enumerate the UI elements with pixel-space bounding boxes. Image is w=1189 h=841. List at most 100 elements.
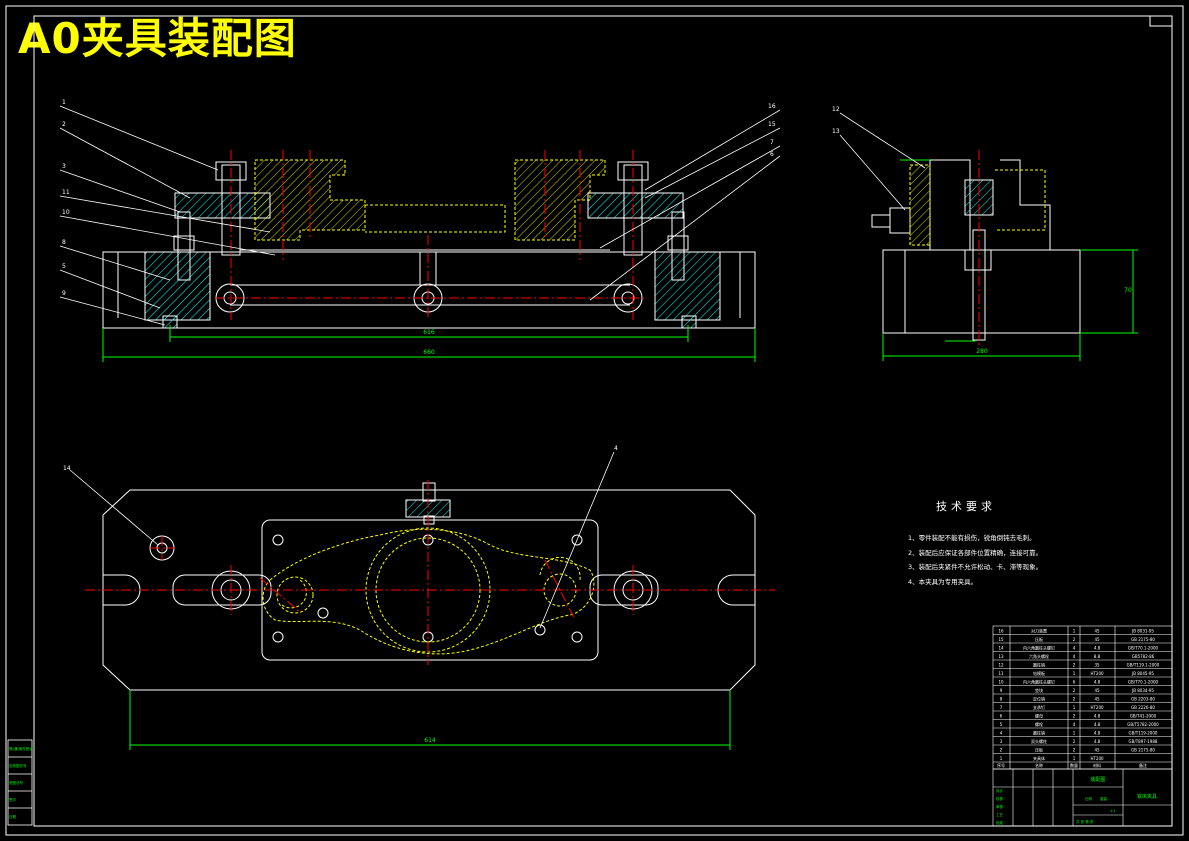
- balloon-label: 7: [770, 139, 774, 146]
- bom-cell-name: 六角头螺栓: [1029, 653, 1049, 659]
- balloon-label: 5: [62, 263, 66, 270]
- bom-cell-qty: 1: [1073, 731, 1076, 736]
- bom-cell-std: JB 8031-95: [1131, 629, 1154, 634]
- bom-cell-std: GB 2203-80: [1131, 697, 1155, 702]
- balloon-label: 2: [62, 121, 66, 128]
- drawing-title: A0夹具装配图: [18, 14, 297, 63]
- bom-cell-mat: 4.8: [1094, 680, 1101, 685]
- bom-cell-qty: 4: [1073, 654, 1076, 659]
- title-block-scale: 1:1: [1110, 809, 1116, 813]
- bom-header-cell: 备注: [1139, 762, 1147, 768]
- front-view: [102, 161, 756, 329]
- tech-requirements-list: 1、零件装配不能有损伤，锐角倒钝去毛刺。 2、装配后应保证各部件位置精确，连接可…: [908, 531, 1042, 589]
- bom-cell-name: 螺母: [1035, 713, 1043, 719]
- bom-cell-std: GB 2226-80: [1131, 705, 1155, 710]
- dim-side-height: 70: [1124, 287, 1132, 294]
- bom-cell-qty: 2: [1073, 697, 1076, 702]
- bom-cell-std: JB 8045-95: [1131, 671, 1154, 676]
- stamp-label: 借(通)用件登记: [9, 746, 33, 751]
- bom-header-cell: 材料: [1093, 762, 1101, 768]
- balloon-label: 11: [62, 189, 70, 196]
- bom-cell-std: GB/T5782-2000: [1127, 722, 1159, 727]
- stamp-label: 签字: [9, 797, 16, 802]
- bom-header-cell: 序号: [997, 762, 1005, 768]
- title-block-role: 设计: [996, 788, 1004, 793]
- tech-item: 4、本夹具为专用夹具。: [908, 577, 978, 586]
- bom-cell-qty: 1: [1073, 671, 1076, 676]
- bom-cell-no: 13: [998, 654, 1004, 659]
- balloon-label: 8: [62, 239, 66, 246]
- bom-cell-qty: 2: [1073, 637, 1076, 642]
- tech-item: 3、装配后夹紧件不允许松动、卡、滞等现象。: [908, 563, 1043, 571]
- bom-cell-qty: 2: [1073, 739, 1076, 744]
- bom-cell-qty: 4: [1073, 646, 1076, 651]
- bom-cell-mat: 4.8: [1094, 646, 1101, 651]
- balloon-label: 10: [62, 209, 70, 216]
- balloon-label: 6: [770, 151, 774, 158]
- bom-cell-no: 1: [1000, 756, 1003, 761]
- bom-cell-qty: 1: [1073, 629, 1076, 634]
- plan-dimensions: [129, 690, 731, 750]
- bom-cell-mat: 45: [1094, 637, 1100, 642]
- bom-cell-name: 定位销: [1033, 696, 1045, 702]
- bom-cell-name: 夹具体: [1033, 755, 1045, 761]
- balloon-label: 1: [62, 99, 66, 106]
- balloon-label: 9: [62, 290, 66, 297]
- bom-cell-qty: 2: [1073, 663, 1076, 668]
- bom-cell-qty: 2: [1073, 714, 1076, 719]
- bom-cell-std: GB/T897-1988: [1129, 739, 1158, 744]
- bom-cell-mat: 4.8: [1094, 731, 1101, 736]
- title-block-assembly-label: 装配图: [1090, 776, 1105, 783]
- bom-cell-mat: 35: [1094, 663, 1100, 668]
- front-dimensions: [102, 325, 756, 362]
- bom-cell-qty: 2: [1073, 748, 1076, 753]
- bom-header-cell: 名称: [1035, 762, 1043, 768]
- front-centerlines: [215, 150, 645, 320]
- bom-cell-qty: 2: [1073, 688, 1076, 693]
- stamp-label: 日期: [9, 814, 16, 819]
- bom-cell-name: 压板: [1035, 747, 1043, 753]
- bom-cell-mat: 8.8: [1094, 654, 1101, 659]
- bom-cell-mat: 4.8: [1094, 739, 1101, 744]
- title-block: [992, 768, 1173, 827]
- bom-cell-name: 支承钉: [1033, 704, 1045, 710]
- side-leaders: [839, 112, 926, 211]
- bom-cell-name: 压板: [1035, 636, 1043, 642]
- bom-cell-std: GB/T119-2000: [1129, 731, 1158, 736]
- bom-cell-std: GB 2175-80: [1131, 637, 1155, 642]
- balloon-label: 15: [768, 121, 776, 128]
- bom-cell-name: 圆柱销: [1033, 730, 1045, 736]
- bom-cell-std: GB/T70.1-2000: [1128, 646, 1159, 651]
- bom-cell-mat: 4.8: [1094, 722, 1101, 727]
- bom-cell-std: GB5782-86: [1132, 654, 1155, 659]
- bom-cell-no: 9: [1000, 688, 1003, 693]
- bom-header-cell: 数量: [1070, 762, 1078, 768]
- dim-front-inner: 616: [423, 329, 435, 336]
- bom-cell-mat: HT200: [1090, 671, 1104, 676]
- sheet-orientation-mark: [1149, 15, 1173, 27]
- bom-cell-name: 双头螺柱: [1031, 738, 1047, 744]
- side-view: [871, 159, 1081, 341]
- side-dimensions: [882, 159, 1138, 361]
- bom-cell-no: 8: [1000, 697, 1003, 702]
- side-workpiece: [909, 164, 1046, 246]
- balloon-label: 4: [614, 445, 618, 452]
- bom-cell-no: 6: [1000, 714, 1003, 719]
- title-block-drawing-name: 铣床夹具: [1137, 793, 1157, 800]
- title-block-role: 工艺: [996, 812, 1004, 817]
- bom-cell-mat: 45: [1094, 697, 1100, 702]
- tech-requirements-heading: 技术要求: [936, 500, 996, 513]
- title-block-sheet: 共 张 第 张: [1076, 819, 1094, 824]
- bom-cell-mat: 4.8: [1094, 714, 1101, 719]
- title-block-role: 审核: [996, 804, 1004, 809]
- balloon-label: 13: [832, 128, 840, 135]
- bom-cell-name: 垫块: [1035, 687, 1043, 693]
- tech-item: 1、零件装配不能有损伤，锐角倒钝去毛刺。: [908, 534, 1036, 542]
- bom-cell-std: GB/T70.1-2000: [1128, 680, 1159, 685]
- bom-cell-no: 15: [998, 637, 1004, 642]
- bom-cell-no: 14: [998, 646, 1004, 651]
- bom-cell-mat: 45: [1094, 748, 1100, 753]
- bom-cell-std: GB/T119.1-2000: [1127, 663, 1160, 668]
